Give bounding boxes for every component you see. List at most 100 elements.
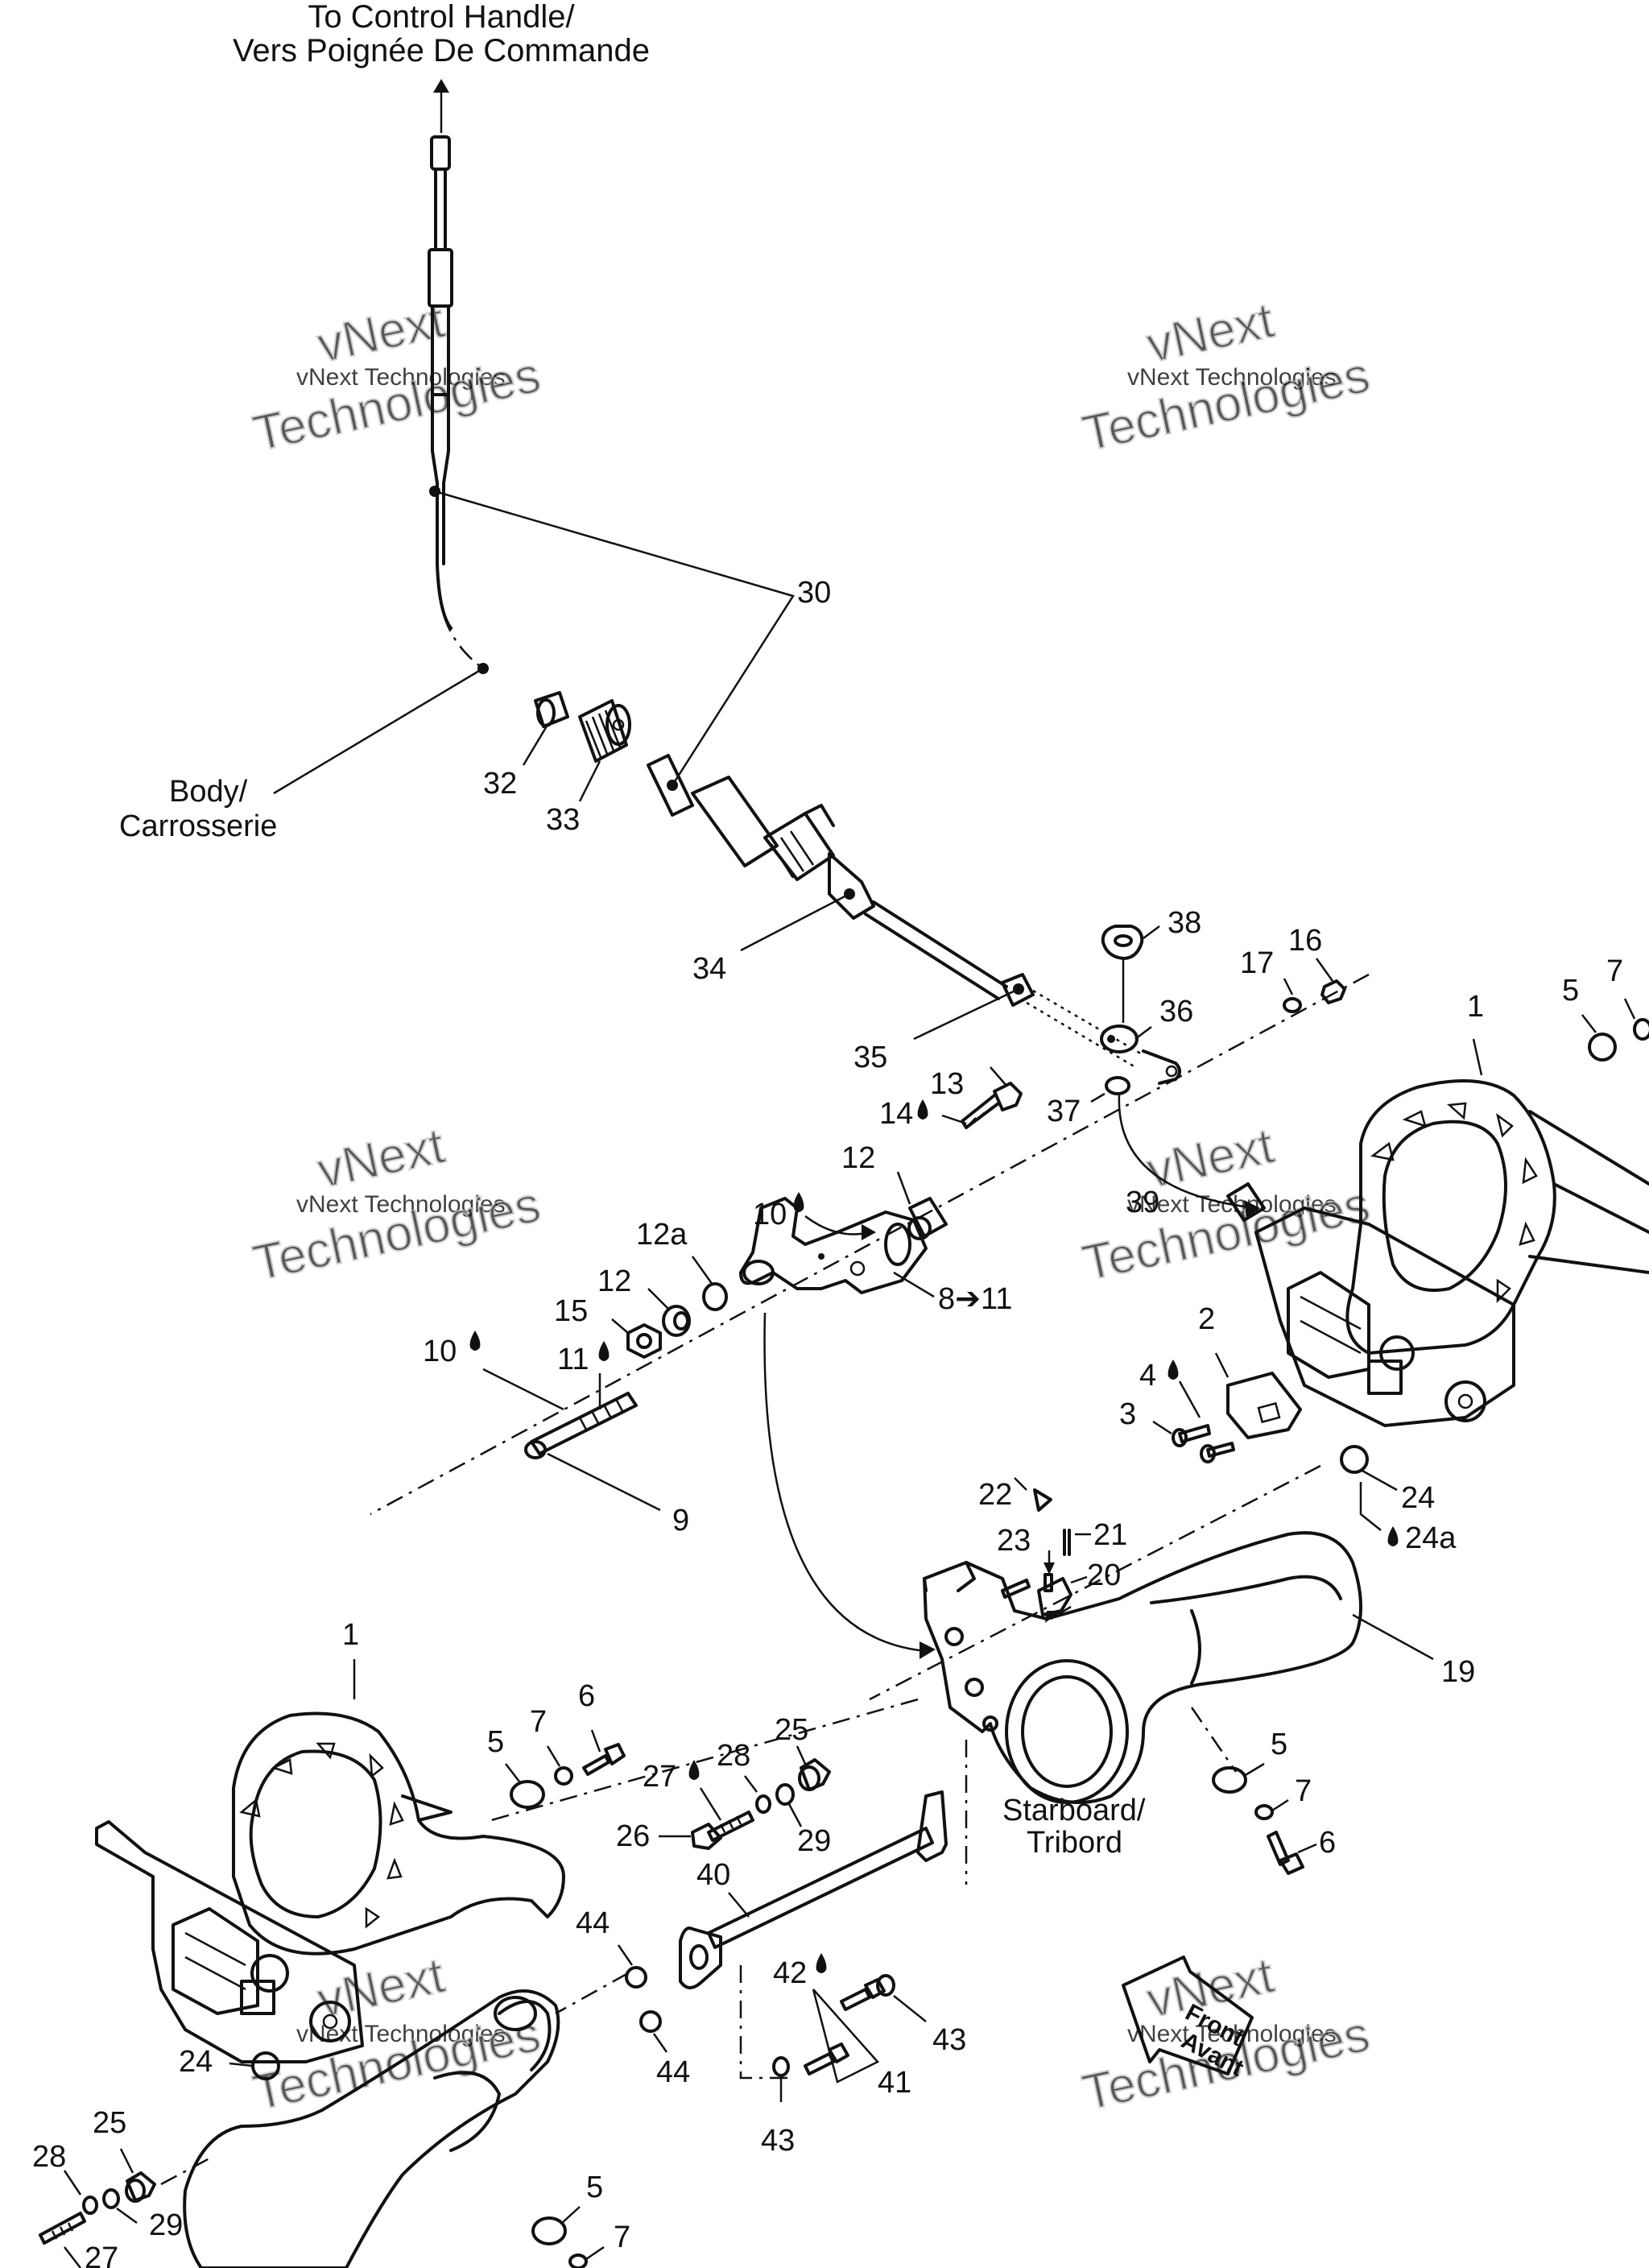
part-25-bushing-centre bbox=[798, 1758, 831, 1791]
callout-7-right: 7 bbox=[1295, 1774, 1312, 1808]
callout-1-lower: 1 bbox=[342, 1618, 359, 1652]
part-25-bushing-lower bbox=[125, 2171, 156, 2203]
part-7-washer-bottom bbox=[568, 2254, 588, 2268]
callout-7-bottom: 7 bbox=[614, 2220, 630, 2254]
part-6-bolt-right bbox=[1267, 1831, 1304, 1875]
callout-9: 9 bbox=[672, 1504, 689, 1538]
part-44-bushing-a bbox=[625, 1966, 647, 1989]
part-1-bracket-upper bbox=[1254, 1079, 1649, 1427]
part-44-bushing-b bbox=[639, 2010, 662, 2033]
part-41-bolts bbox=[804, 1978, 886, 2076]
part-43-washer-a bbox=[876, 1974, 895, 1997]
part-40-shaft bbox=[679, 1790, 948, 1989]
callout-42: 42 bbox=[773, 1956, 807, 1990]
callout-11: 11 bbox=[557, 1343, 589, 1376]
part-12a-washer bbox=[702, 1282, 728, 1311]
callout-41: 41 bbox=[878, 2066, 911, 2100]
label-body: Body/ bbox=[169, 775, 248, 809]
part-12-bushing bbox=[907, 1197, 948, 1240]
part-37-bushing bbox=[1105, 1076, 1130, 1095]
callout-32: 32 bbox=[483, 767, 517, 801]
callout-24-lower: 24 bbox=[179, 2045, 213, 2079]
part-9-pin bbox=[524, 1392, 638, 1459]
callout-13: 13 bbox=[930, 1067, 964, 1101]
part-39-clip bbox=[1226, 1182, 1266, 1222]
callout-10-lower: 10 bbox=[423, 1335, 457, 1368]
callout-3: 3 bbox=[1119, 1397, 1136, 1431]
part-17-washer bbox=[1283, 997, 1302, 1013]
callout-29-lower: 29 bbox=[149, 2208, 183, 2242]
watermark-small: vNext Technologies bbox=[1127, 364, 1337, 391]
callout-5-bottom: 5 bbox=[586, 2171, 603, 2204]
watermark-small: vNext Technologies bbox=[296, 364, 506, 391]
callout-39: 39 bbox=[1126, 1186, 1159, 1219]
part-19-starboard-bracket bbox=[923, 1531, 1362, 1804]
callout-17: 17 bbox=[1240, 946, 1274, 980]
part-20-latch bbox=[1037, 1573, 1072, 1616]
part-43-washer-b bbox=[772, 2056, 790, 2077]
callout-34: 34 bbox=[692, 952, 726, 986]
callout-43-b: 43 bbox=[761, 2124, 795, 2158]
callout-26: 26 bbox=[616, 1819, 650, 1853]
callout-12-top: 12 bbox=[841, 1141, 875, 1175]
callout-8-11: 8➔11 bbox=[938, 1282, 1012, 1316]
label-carrosserie: Carrosserie bbox=[119, 809, 277, 843]
part-29-washer-lower bbox=[102, 2188, 120, 2209]
part-5-washer-upper bbox=[1588, 1033, 1617, 1062]
part-26-bolt-centre bbox=[691, 1811, 754, 1850]
part-1-bracket-lower bbox=[95, 1711, 565, 2063]
callout-44-a: 44 bbox=[576, 1906, 610, 1940]
part-24-bushing-upper bbox=[1340, 1445, 1369, 1474]
callout-12a: 12a bbox=[636, 1218, 688, 1252]
drop-icon bbox=[793, 1192, 804, 1212]
callout-37: 37 bbox=[1047, 1095, 1081, 1128]
callout-1-upper: 1 bbox=[1467, 990, 1484, 1024]
callout-44-b: 44 bbox=[656, 2055, 690, 2089]
callout-16: 16 bbox=[1288, 924, 1322, 958]
steering-cable bbox=[428, 79, 489, 674]
part-5-washer-right bbox=[1212, 1766, 1247, 1794]
callout-40: 40 bbox=[696, 1858, 730, 1892]
part-28-washer-lower bbox=[82, 2196, 98, 2215]
callout-35: 35 bbox=[853, 1041, 887, 1074]
callout-43-a: 43 bbox=[932, 2023, 966, 2057]
callout-5-right: 5 bbox=[1271, 1728, 1287, 1761]
callout-25-centre: 25 bbox=[775, 1713, 808, 1747]
callout-27-lower: 27 bbox=[85, 2241, 118, 2268]
part-8-shift-lever bbox=[739, 1197, 928, 1294]
callout-6-left: 6 bbox=[578, 1679, 595, 1713]
callout-15: 15 bbox=[554, 1294, 588, 1328]
header-line2: Vers Poignée De Commande bbox=[233, 33, 650, 68]
part-28-washer-centre bbox=[755, 1794, 771, 1814]
header-line1: To Control Handle/ bbox=[308, 0, 575, 35]
watermark-small: vNext Technologies bbox=[1127, 2021, 1337, 2047]
callout-5-left: 5 bbox=[487, 1725, 504, 1759]
drop-icon bbox=[1168, 1360, 1179, 1380]
callout-4: 4 bbox=[1139, 1359, 1156, 1393]
watermark-big: vNext bbox=[1143, 292, 1279, 373]
part-5-washer-left bbox=[510, 1780, 545, 1809]
part-5-washer-bottom bbox=[531, 2216, 567, 2245]
part-lower-bracket-housing bbox=[183, 1989, 560, 2268]
label-starboard: Starboard/ bbox=[1002, 1794, 1146, 1827]
callout-14: 14 bbox=[879, 1097, 913, 1131]
drop-icon bbox=[917, 1099, 928, 1120]
watermark-small: vNext Technologies bbox=[296, 1191, 506, 1218]
callout-23: 23 bbox=[997, 1524, 1031, 1558]
callout-33: 33 bbox=[546, 803, 580, 837]
callout-7-upper: 7 bbox=[1606, 954, 1623, 988]
callout-12-lower: 12 bbox=[597, 1264, 631, 1298]
part-15-nut bbox=[626, 1323, 662, 1359]
drop-icon bbox=[1387, 1526, 1399, 1546]
callout-25-lower: 25 bbox=[93, 2106, 126, 2140]
part-23-screw bbox=[1001, 1579, 1031, 1599]
part-33-fitting bbox=[578, 699, 631, 763]
callout-22: 22 bbox=[978, 1478, 1012, 1512]
drop-icon bbox=[598, 1341, 610, 1361]
callout-24-upper: 24 bbox=[1401, 1481, 1435, 1515]
callout-29-centre: 29 bbox=[797, 1824, 831, 1858]
callout-24a: 24a bbox=[1405, 1521, 1457, 1555]
watermark-small: vNext Technologies bbox=[296, 2021, 506, 2047]
part-13-bolt bbox=[961, 1082, 1023, 1129]
